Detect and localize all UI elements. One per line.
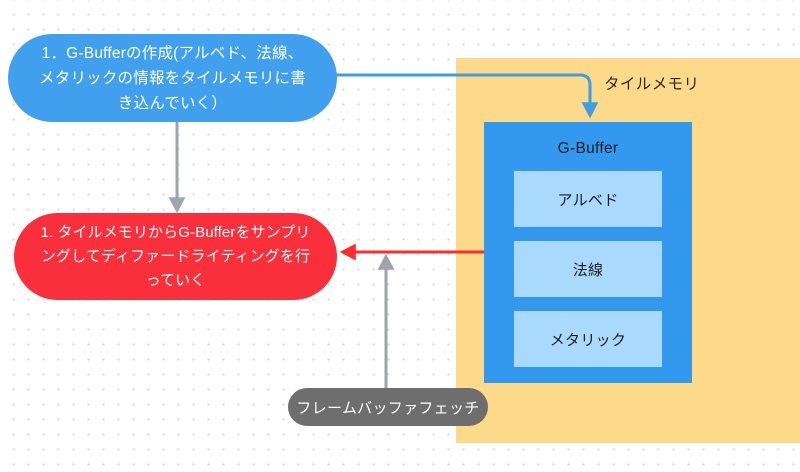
gbuffer-slot-normal[interactable]: 法線: [514, 241, 662, 297]
tile-memory-label: タイルメモリ: [604, 76, 700, 93]
gbuffer-box[interactable]: G-Buffer アルベド 法線 メタリック: [484, 122, 692, 383]
deferred-lighting-node[interactable]: 1. タイルメモリからG-Bufferをサンプリングしてディファードライティング…: [14, 213, 337, 300]
gbuffer-slot-albedo[interactable]: アルベド: [514, 171, 662, 227]
gbuffer-title: G-Buffer: [557, 140, 619, 157]
framebuffer-fetch-node[interactable]: フレームバッファフェッチ: [288, 388, 488, 426]
gbuffer-slot-metallic[interactable]: メタリック: [514, 311, 662, 367]
gbuffer-create-node[interactable]: 1．G-Bufferの作成(アルベド、法線、メタリックの情報をタイルメモリに書き…: [8, 34, 337, 122]
